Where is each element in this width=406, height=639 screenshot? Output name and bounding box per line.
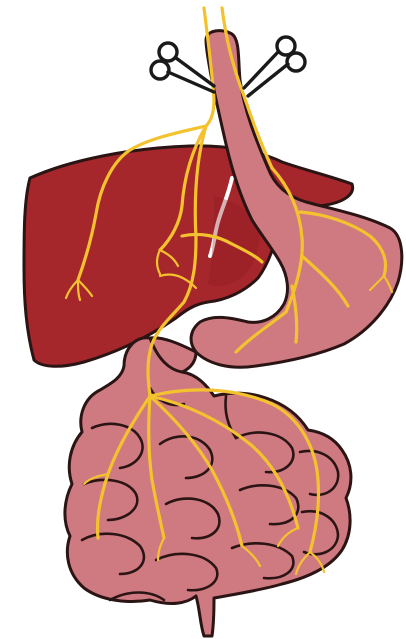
scissors-right-blade-2 [248, 64, 288, 96]
intestine-mass [65, 338, 351, 636]
scissors-icon-right [244, 37, 305, 96]
scissors-right-blade-1 [244, 52, 278, 88]
scissors-right-handle-2 [287, 53, 305, 71]
scissors-left-handle-1 [151, 61, 169, 79]
scissors-icon-left [151, 43, 214, 92]
intestines [65, 338, 351, 636]
scissors-left-handle-2 [159, 43, 177, 61]
